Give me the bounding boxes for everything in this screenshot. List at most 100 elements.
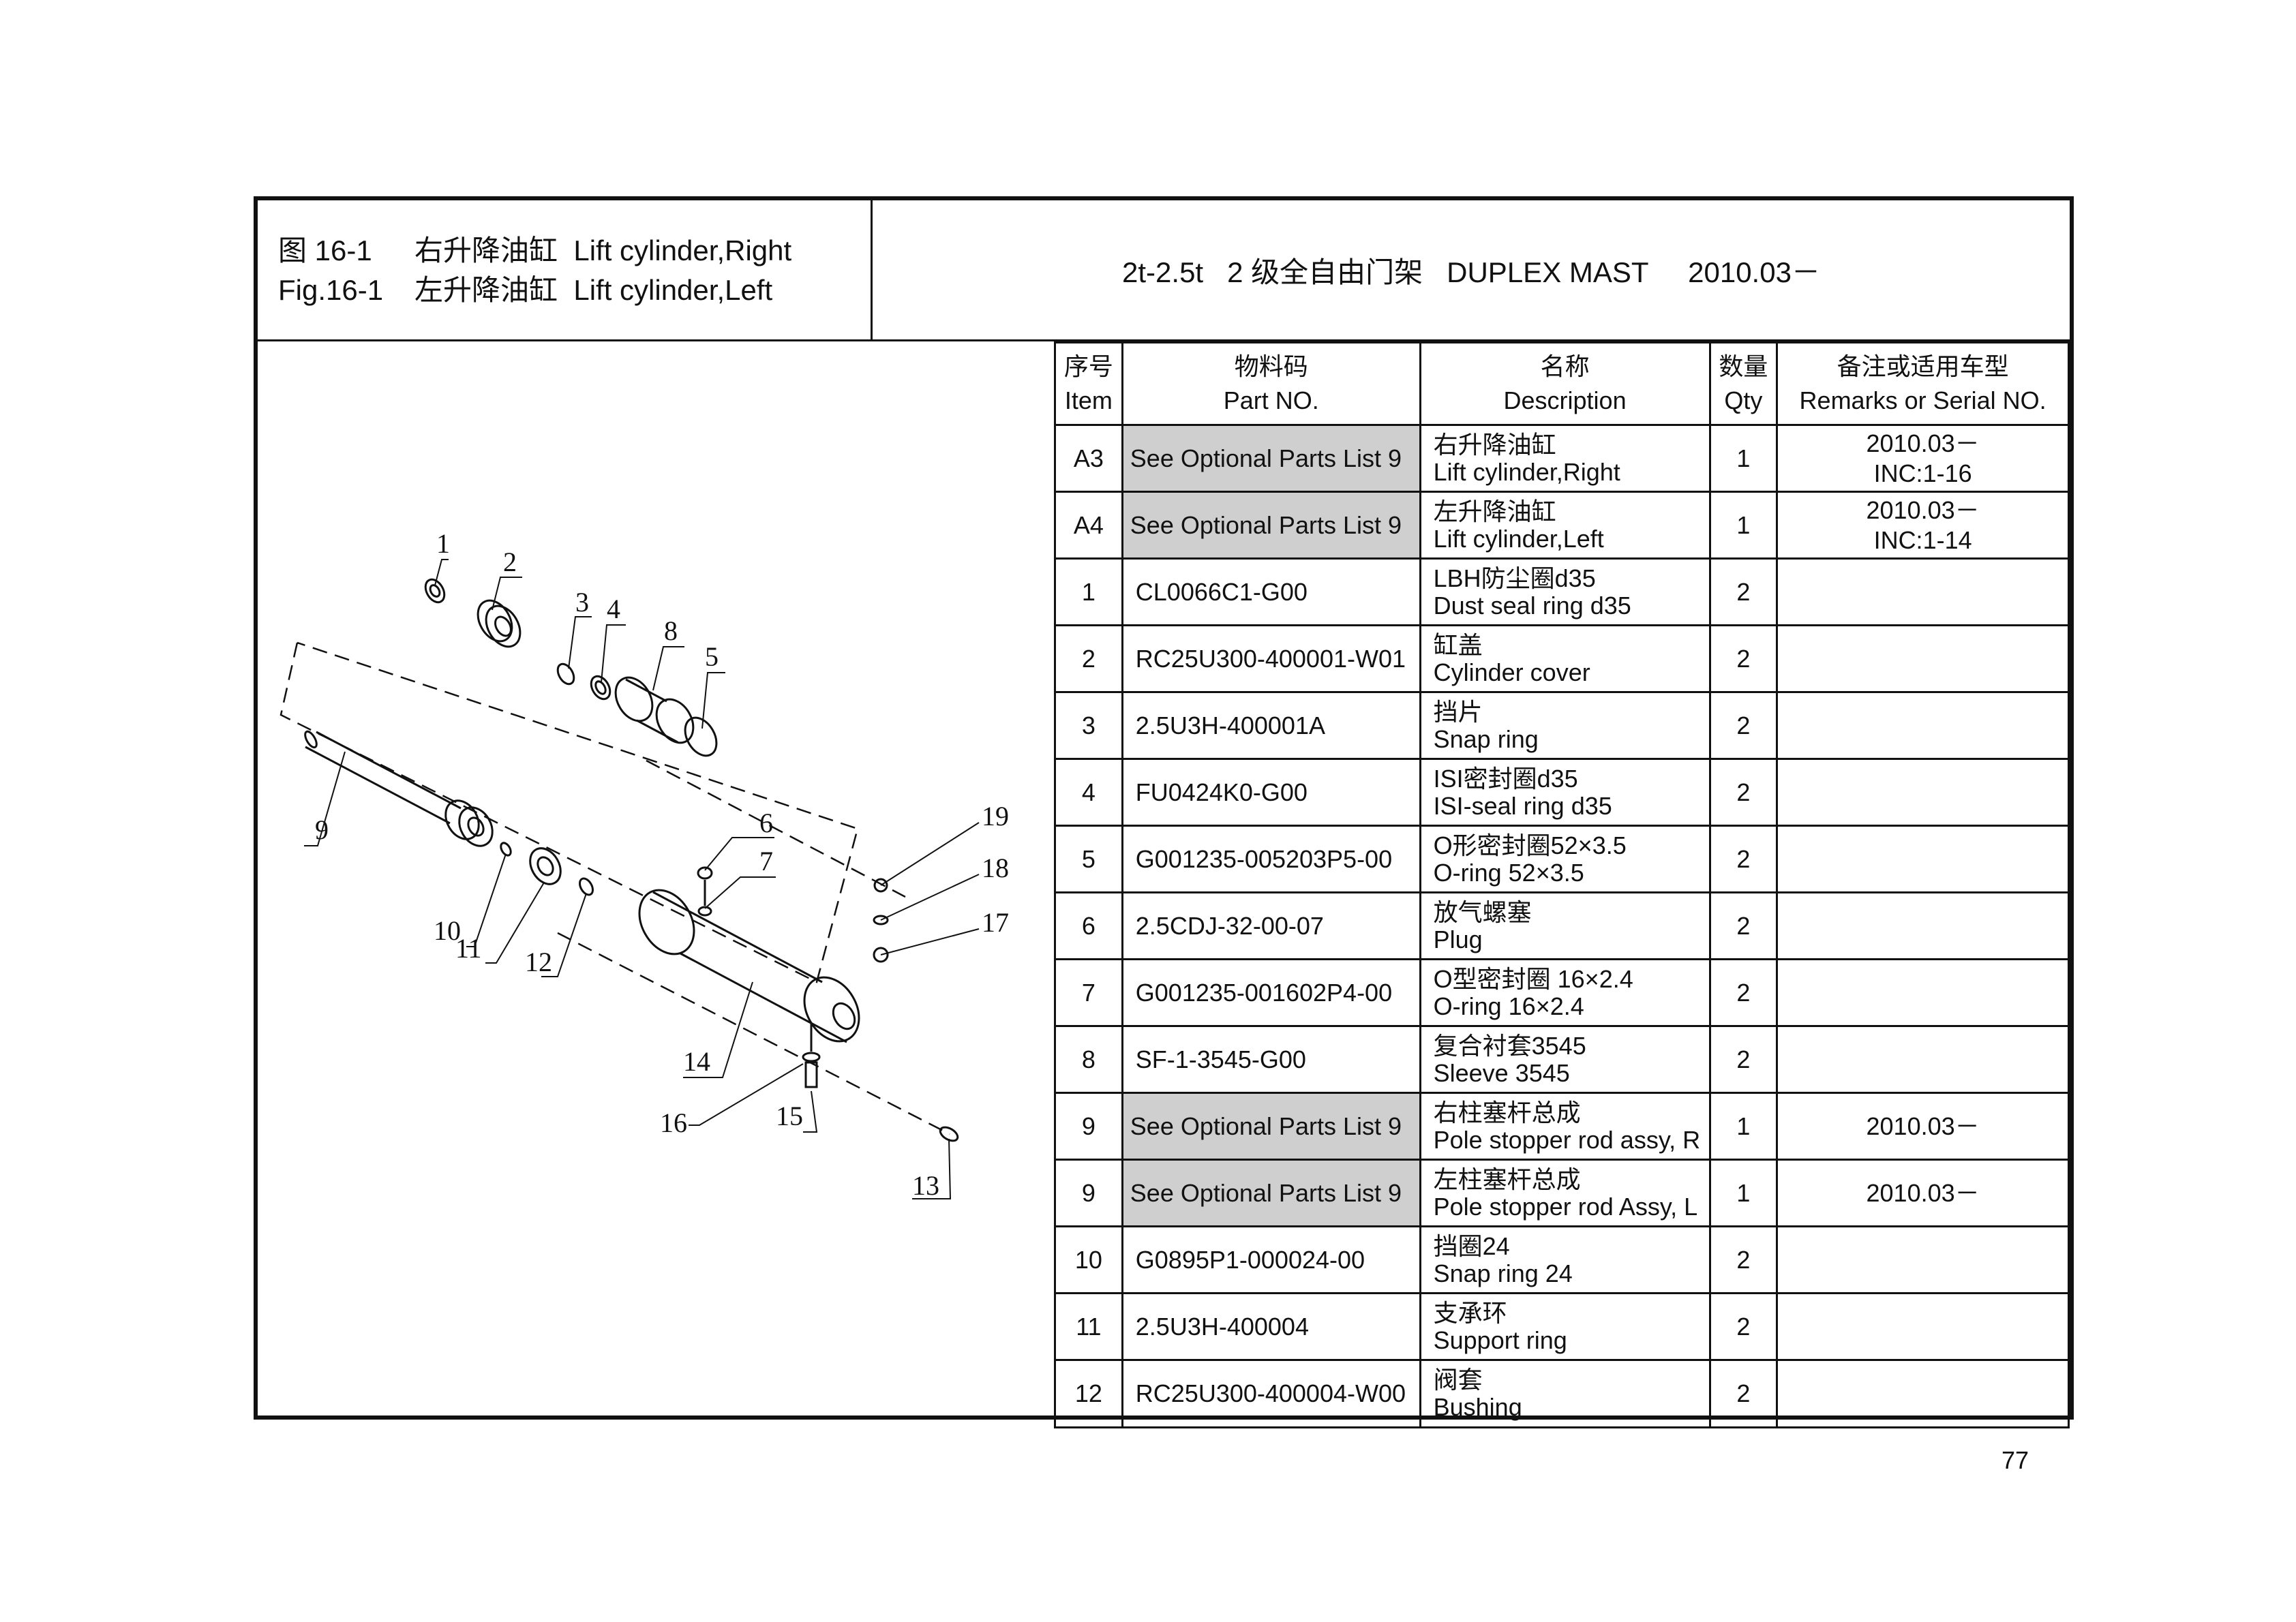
part-number-cell: 2.5CDJ-32-00-07 — [1121, 891, 1421, 960]
qty-cell: 2 — [1708, 1025, 1779, 1094]
part-number-cell: See Optional Parts List 9 — [1121, 424, 1421, 493]
part-12-bushing — [579, 877, 594, 896]
mast-title: 2t-2.5t 2 级全自由门架 DUPLEX MAST 2010.03－ — [1122, 256, 1820, 288]
remarks-cell — [1776, 557, 2070, 626]
remarks-cell — [1776, 958, 2070, 1027]
figure-number-cn: 图 16-1 — [278, 234, 372, 266]
cover-axis-line — [646, 759, 906, 898]
description-cn: O型密封圈 16×2.4 — [1433, 964, 1633, 993]
callout-11: 11 — [455, 933, 482, 964]
description-cn: 挡圈24 — [1433, 1231, 1510, 1260]
remarks-cell — [1776, 1225, 2070, 1294]
part-number-cell: 2.5U3H-400001A — [1121, 691, 1421, 760]
callout-9: 9 — [315, 814, 329, 845]
part-number-cell: FU0424K0-G00 — [1121, 758, 1421, 827]
remark-line-1: 2010.03－ — [1866, 429, 1980, 457]
item-cell: 5 — [1054, 825, 1123, 893]
part-1-dust-seal — [424, 578, 446, 604]
remarks-cell — [1776, 825, 2070, 893]
part-18 — [873, 915, 889, 925]
description-cn: LBH防尘圈d35 — [1433, 564, 1596, 592]
item-cell: 9 — [1054, 1159, 1123, 1227]
part-17 — [873, 947, 889, 963]
qty-cell: 2 — [1708, 691, 1779, 760]
part-15-fitting — [804, 1061, 818, 1088]
item-cell: 9 — [1054, 1092, 1123, 1161]
remark-line-1: 2010.03－ — [1866, 1112, 1980, 1140]
remarks-cell — [1776, 624, 2070, 693]
qty-cell: 2 — [1708, 1292, 1779, 1361]
description-en: Sleeve 3545 — [1433, 1058, 1570, 1087]
qty-cell: 1 — [1708, 424, 1779, 493]
item-cell: 2 — [1054, 624, 1123, 693]
description-cn: 左升降油缸 — [1433, 497, 1556, 525]
description-en: ISI-seal ring d35 — [1433, 791, 1612, 820]
callout-2: 2 — [503, 547, 517, 577]
item-cell: 1 — [1054, 557, 1123, 626]
part-number-cell: RC25U300-400001-W01 — [1121, 624, 1421, 693]
part-3-snap-ring — [556, 662, 575, 686]
description-en: Lift cylinder,Left — [1433, 524, 1604, 553]
parts-page-frame: 图 16-1 右升降油缸 Lift cylinder,Right Fig.16-1… — [254, 196, 2074, 1428]
part-8-sleeve — [614, 676, 654, 722]
description-cn: O形密封圈52×3.5 — [1433, 831, 1627, 859]
remarks-cell — [1776, 1025, 2070, 1094]
description-en: O-ring 16×2.4 — [1433, 992, 1584, 1020]
part-number-cell: G001235-001602P4-00 — [1121, 958, 1421, 1027]
remark-line-2: INC:1-16 — [1873, 459, 1972, 487]
description-en: Pole stopper rod Assy, L — [1433, 1192, 1698, 1221]
remarks-cell — [1776, 891, 2070, 960]
item-cell: 8 — [1054, 1025, 1123, 1094]
part-10-snap-ring — [500, 842, 512, 857]
part-number-cell: G001235-005203P5-00 — [1121, 825, 1421, 893]
remarks-cell: 2010.03－ — [1776, 1159, 2070, 1227]
description-en: Cylinder cover — [1433, 658, 1590, 686]
remarks-cell: 2010.03－INC:1-14 — [1776, 491, 2070, 560]
part-13 — [939, 1126, 959, 1142]
description-en: O-ring 52×3.5 — [1433, 858, 1584, 887]
description-cn: 挡片 — [1433, 697, 1483, 726]
figure-number-en: Fig.16-1 — [278, 274, 384, 306]
part-9-rod-assy — [304, 730, 494, 847]
qty-cell: 2 — [1708, 1225, 1779, 1294]
qty-cell: 2 — [1708, 825, 1779, 893]
item-cell: 7 — [1054, 958, 1123, 1027]
part-6-plug — [697, 866, 713, 880]
remarks-cell — [1776, 1292, 2070, 1361]
item-cell: A3 — [1054, 424, 1123, 493]
callout-16: 16 — [660, 1107, 687, 1138]
callout-17: 17 — [982, 907, 1009, 938]
callout-5: 5 — [705, 641, 719, 672]
part-19 — [873, 878, 888, 893]
figure-title-cn: 右升降油缸 Lift cylinder,Right — [414, 234, 792, 266]
description-en: Snap ring — [1433, 724, 1539, 753]
remarks-cell: 2010.03－ — [1776, 1092, 2070, 1161]
remark-line-1: 2010.03－ — [1866, 1178, 1980, 1207]
exploded-view-svg: 1 2 3 4 8 5 9 6 7 19 18 17 10 11 12 14 1… — [280, 528, 1009, 1201]
part-number-cell: G0895P1-000024-00 — [1121, 1225, 1421, 1294]
qty-cell: 2 — [1708, 891, 1779, 960]
description-en: Snap ring 24 — [1433, 1259, 1573, 1287]
qty-cell: 2 — [1708, 1359, 1779, 1428]
